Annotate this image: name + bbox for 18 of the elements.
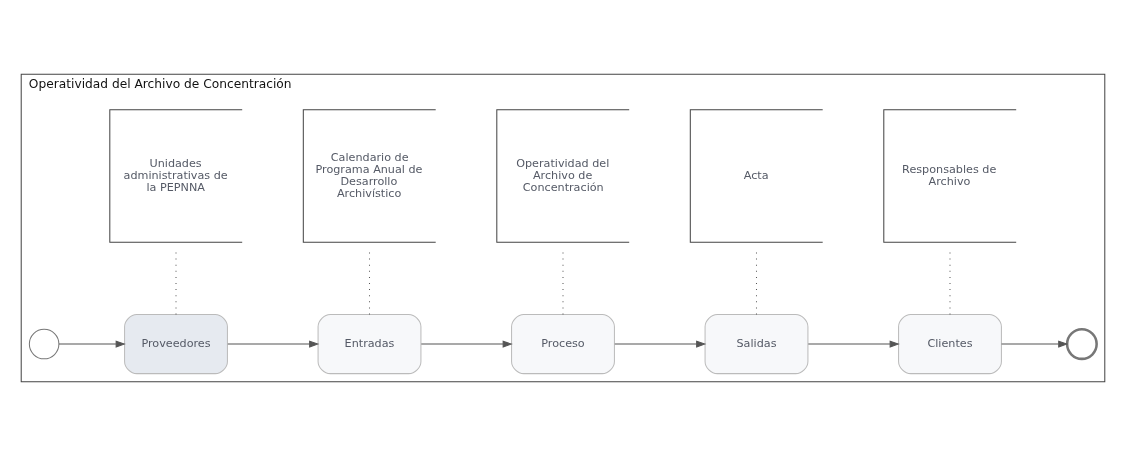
- node-text: Responsables de Archivo: [902, 162, 997, 189]
- arrow: [58, 340, 126, 348]
- node-circle: [28, 328, 60, 360]
- arrow: [807, 340, 900, 348]
- arrow: [227, 340, 320, 348]
- node-text: Unidades administrativas de la PEPNNA: [123, 156, 228, 195]
- node-box: Entradas: [317, 314, 422, 375]
- node-box: Clientes: [898, 314, 1002, 375]
- node-text: Calendario de Programa Anual de Desarrollo Archivístico: [315, 150, 423, 201]
- node-text: Operatividad del Archivo de Concentración: [516, 156, 610, 195]
- node-box: Salidas: [704, 314, 809, 375]
- arrow: [420, 340, 513, 348]
- node-box: Proceso: [511, 314, 615, 375]
- node-box: Proveedores: [124, 314, 228, 375]
- node-text: Acta: [743, 168, 769, 182]
- arrow: [614, 340, 707, 348]
- node-circle: [1065, 328, 1098, 361]
- arrow: [1001, 340, 1069, 348]
